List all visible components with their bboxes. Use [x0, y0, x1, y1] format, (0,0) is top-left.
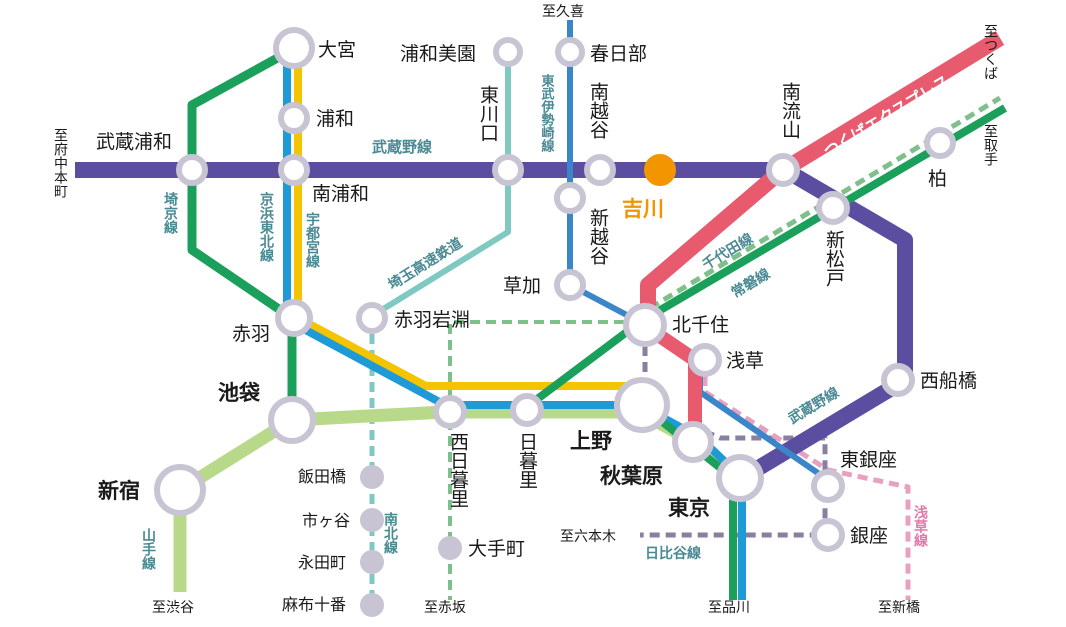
station-ginza[interactable]	[811, 518, 845, 552]
label-azabu-juban: 麻布十番	[282, 595, 346, 614]
label-kashiwa: 柏	[928, 168, 947, 190]
line-label-saikyo: 埼京線	[162, 191, 178, 235]
label-kasukabe: 春日部	[590, 43, 647, 65]
station-minami-urawa[interactable]	[278, 154, 310, 186]
label-akihabara: 秋葉原	[600, 464, 663, 488]
mita-line	[448, 320, 640, 600]
station-nishi-funabashi[interactable]	[881, 363, 915, 397]
label-tokyo: 東京	[668, 496, 710, 520]
line-label-musashino-top: 武蔵野線	[372, 138, 432, 156]
line-label-tobu-isesaki: 東武伊勢崎線	[539, 73, 556, 153]
station-kasukabe[interactable]	[555, 37, 585, 67]
label-shin-matsudo: 新松戸	[823, 230, 845, 287]
label-soka: 草加	[503, 275, 541, 297]
terminal-shinagawa: 至品川	[708, 600, 750, 616]
line-label-keihin-tohoku: 京浜東北線	[258, 191, 274, 263]
label-nippori: 日暮里	[516, 432, 538, 489]
station-yoshikawa[interactable]	[644, 154, 676, 186]
label-nishi-funabashi: 西船橋	[920, 370, 977, 392]
station-omiya[interactable]	[273, 27, 315, 69]
station-tokyo[interactable]	[716, 454, 764, 502]
label-minami-nagareyama: 南流山	[779, 82, 801, 139]
station-iidabashi[interactable]	[360, 465, 384, 489]
label-ikebukuro: 池袋	[218, 381, 261, 405]
station-higashi-ginza[interactable]	[811, 469, 845, 503]
label-kita-senju: 北千住	[672, 314, 729, 336]
label-ueno: 上野	[570, 429, 612, 453]
station-nagatacho[interactable]	[360, 550, 384, 574]
station-minami-koshigaya[interactable]	[584, 154, 616, 186]
station-akabane-iwabuchi[interactable]	[356, 302, 388, 334]
label-akabane: 赤羽	[232, 323, 270, 345]
station-urawa-misono[interactable]	[493, 37, 523, 67]
line-label-namboku: 南北線	[382, 511, 398, 555]
label-higashi-kawaguchi: 東川口	[477, 85, 499, 142]
label-higashi-ginza: 東銀座	[840, 449, 897, 471]
station-higashi-kawaguchi[interactable]	[492, 154, 524, 186]
saitama-rapid-line	[370, 50, 511, 319]
label-omiya: 大宮	[318, 39, 356, 61]
terminal-fuchu-hommachi: 至府中本町	[52, 128, 68, 198]
label-nagatacho: 永田町	[298, 553, 346, 572]
station-soka[interactable]	[554, 269, 586, 301]
station-akihabara[interactable]	[672, 421, 714, 463]
label-asakusa: 浅草	[726, 350, 764, 372]
label-yoshikawa: 吉川	[622, 197, 664, 221]
station-kita-senju[interactable]	[623, 303, 667, 347]
terminal-shibuya: 至渋谷	[152, 600, 194, 616]
station-kashiwa[interactable]	[924, 127, 956, 159]
terminal-kuki: 至久喜	[542, 4, 584, 20]
line-label-asakusa: 浅草線	[912, 504, 928, 548]
station-nippori[interactable]	[510, 393, 544, 427]
terminal-shimbashi: 至新橋	[878, 600, 920, 616]
saikyo-line	[187, 46, 297, 420]
station-ueno[interactable]	[614, 377, 670, 433]
station-urawa[interactable]	[278, 102, 310, 134]
line-label-hibiya: 日比谷線	[645, 545, 701, 562]
station-minami-nagareyama[interactable]	[766, 153, 800, 187]
label-shin-koshigaya: 新越谷	[587, 208, 609, 265]
line-label-utsunomiya: 宇都宮線	[304, 211, 321, 269]
station-shinjuku[interactable]	[154, 464, 206, 516]
label-akabane-iwabuchi: 赤羽岩淵	[394, 309, 470, 331]
musashino-line	[75, 162, 913, 485]
station-shin-matsudo[interactable]	[816, 191, 850, 225]
station-shin-koshigaya[interactable]	[554, 182, 586, 214]
station-nishi-nippori[interactable]	[433, 395, 467, 429]
label-urawa-misono: 浦和美園	[400, 43, 476, 65]
line-label-yamanote: 山手線	[140, 528, 156, 571]
station-musashi-urawa[interactable]	[176, 154, 208, 186]
label-ichigaya: 市ヶ谷	[302, 511, 350, 530]
terminal-roppongi: 至六本木	[560, 529, 616, 545]
label-nishi-nippori: 西日暮里	[447, 432, 469, 508]
label-musashi-urawa: 武蔵浦和	[96, 131, 172, 153]
station-asakusa[interactable]	[688, 343, 722, 377]
station-azabu-juban[interactable]	[360, 593, 384, 617]
station-ichigaya[interactable]	[360, 508, 384, 532]
terminal-toride: 至取手	[982, 124, 998, 167]
station-otemachi[interactable]	[438, 536, 462, 560]
station-akabane[interactable]	[275, 299, 313, 337]
label-minami-urawa: 南浦和	[312, 183, 369, 205]
label-minami-koshigaya: 南越谷	[587, 82, 609, 139]
terminal-tsukuba: 至つくば	[982, 24, 998, 80]
label-urawa: 浦和	[316, 108, 354, 130]
label-ginza: 銀座	[850, 525, 888, 547]
label-shinjuku: 新宿	[98, 479, 140, 503]
terminal-akasaka: 至赤坂	[424, 600, 466, 616]
label-otemachi: 大手町	[468, 538, 525, 560]
station-ikebukuro[interactable]	[268, 396, 316, 444]
label-iidabashi: 飯田橋	[298, 467, 346, 486]
